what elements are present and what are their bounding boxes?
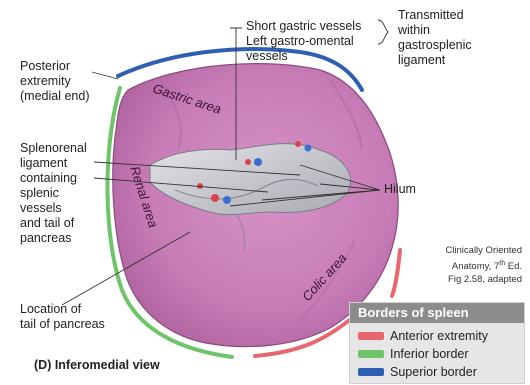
transmitted-brace [378, 20, 388, 44]
citation-line1: Clinically Oriented [408, 244, 522, 257]
legend-title: Borders of spleen [350, 303, 524, 323]
location-line1: Location of [20, 302, 81, 317]
hilum-label: Hilum [384, 182, 416, 197]
splenorenal-line7: pancreas [20, 231, 71, 246]
transmitted-line1: Transmitted [398, 8, 464, 23]
legend-swatch-inferior [358, 350, 384, 358]
borders-legend: Borders of spleen Anterior extremity Inf… [349, 302, 525, 384]
vessel-blue-2 [254, 158, 262, 166]
vessels-callout-line1: Short gastric vessels [246, 19, 361, 34]
legend-label-anterior: Anterior extremity [390, 329, 488, 343]
posterior-line2: extremity [20, 74, 71, 89]
posterior-line3: (medial end) [20, 89, 89, 104]
legend-swatch-anterior [358, 332, 384, 340]
transmitted-line3: gastrosplenic [398, 38, 472, 53]
splenorenal-line6: and tail of [20, 216, 74, 231]
location-line2: tail of pancreas [20, 317, 105, 332]
vessel-red-1 [211, 194, 219, 202]
vessels-callout-line3: vessels [246, 49, 288, 64]
vessel-blue-3 [305, 145, 312, 152]
legend-label-superior: Superior border [390, 365, 477, 379]
splenorenal-line2: ligament [20, 156, 67, 171]
citation-line2: Anatomy, 7th Ed. [408, 257, 522, 273]
vessel-blue-1 [223, 196, 231, 204]
leader-posterior [92, 72, 118, 79]
splenorenal-line1: Splenorenal [20, 141, 87, 156]
posterior-line1: Posterior [20, 59, 70, 74]
legend-item-superior: Superior border [358, 364, 477, 380]
view-label: (D) Inferomedial view [34, 358, 160, 372]
legend-item-inferior: Inferior border [358, 346, 469, 362]
vessel-red-4 [295, 141, 301, 147]
vessel-red-3 [245, 159, 251, 165]
splenorenal-line3: containing [20, 171, 77, 186]
legend-label-inferior: Inferior border [390, 347, 469, 361]
legend-swatch-superior [358, 368, 384, 376]
splenorenal-line5: vessels [20, 201, 62, 216]
transmitted-line4: ligament [398, 53, 445, 68]
transmitted-line2: within [398, 23, 430, 38]
vessels-callout-line2: Left gastro-omental [246, 34, 354, 49]
splenorenal-line4: splenic [20, 186, 59, 201]
legend-item-anterior: Anterior extremity [358, 328, 488, 344]
citation: Clinically Oriented Anatomy, 7th Ed. Fig… [408, 244, 522, 286]
citation-line3: Fig 2.58, adapted [408, 273, 522, 286]
